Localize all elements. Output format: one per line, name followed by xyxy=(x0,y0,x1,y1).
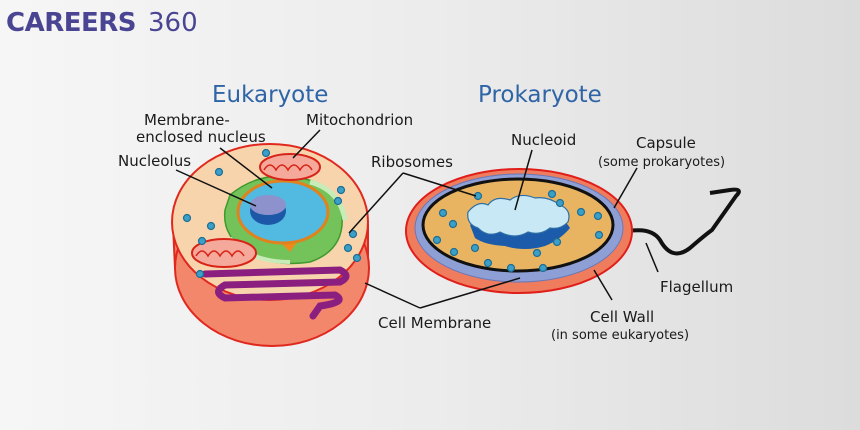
logo-brand: CAREERS xyxy=(6,8,136,38)
eukaryote-title: Eukaryote xyxy=(212,82,328,108)
label-ribosomes: Ribosomes xyxy=(371,153,453,171)
prokaryote-ribosomes xyxy=(432,189,604,273)
label-membrane-enclosed-nucleus: Membrane- xyxy=(144,111,230,129)
label-cell-membrane: Cell Membrane xyxy=(378,314,491,332)
logo-number: 360 xyxy=(148,8,198,38)
label-cell-wall-note: (in some eukaryotes) xyxy=(551,328,689,343)
ribosomes xyxy=(182,148,362,279)
label-nucleolus: Nucleolus xyxy=(118,152,191,170)
label-membrane-enclosed-nucleus-2: enclosed nucleus xyxy=(136,128,266,146)
prokaryote-cell xyxy=(405,168,741,294)
label-flagellum: Flagellum xyxy=(660,278,733,296)
nucleoid xyxy=(467,194,570,237)
prokaryote-title: Prokaryote xyxy=(478,82,602,108)
label-mitochondrion: Mitochondrion xyxy=(306,111,413,129)
label-cell-wall: Cell Wall xyxy=(590,308,654,326)
leader-lines xyxy=(175,129,659,309)
label-capsule: Capsule xyxy=(636,134,696,152)
flagellum xyxy=(619,187,741,256)
eukaryote-cell xyxy=(171,143,370,347)
mitochondrion xyxy=(191,153,321,268)
golgi xyxy=(201,266,350,320)
label-capsule-note: (some prokaryotes) xyxy=(598,155,725,170)
label-nucleoid: Nucleoid xyxy=(511,131,576,149)
careers360-logo: CAREERS 360 xyxy=(6,8,198,38)
